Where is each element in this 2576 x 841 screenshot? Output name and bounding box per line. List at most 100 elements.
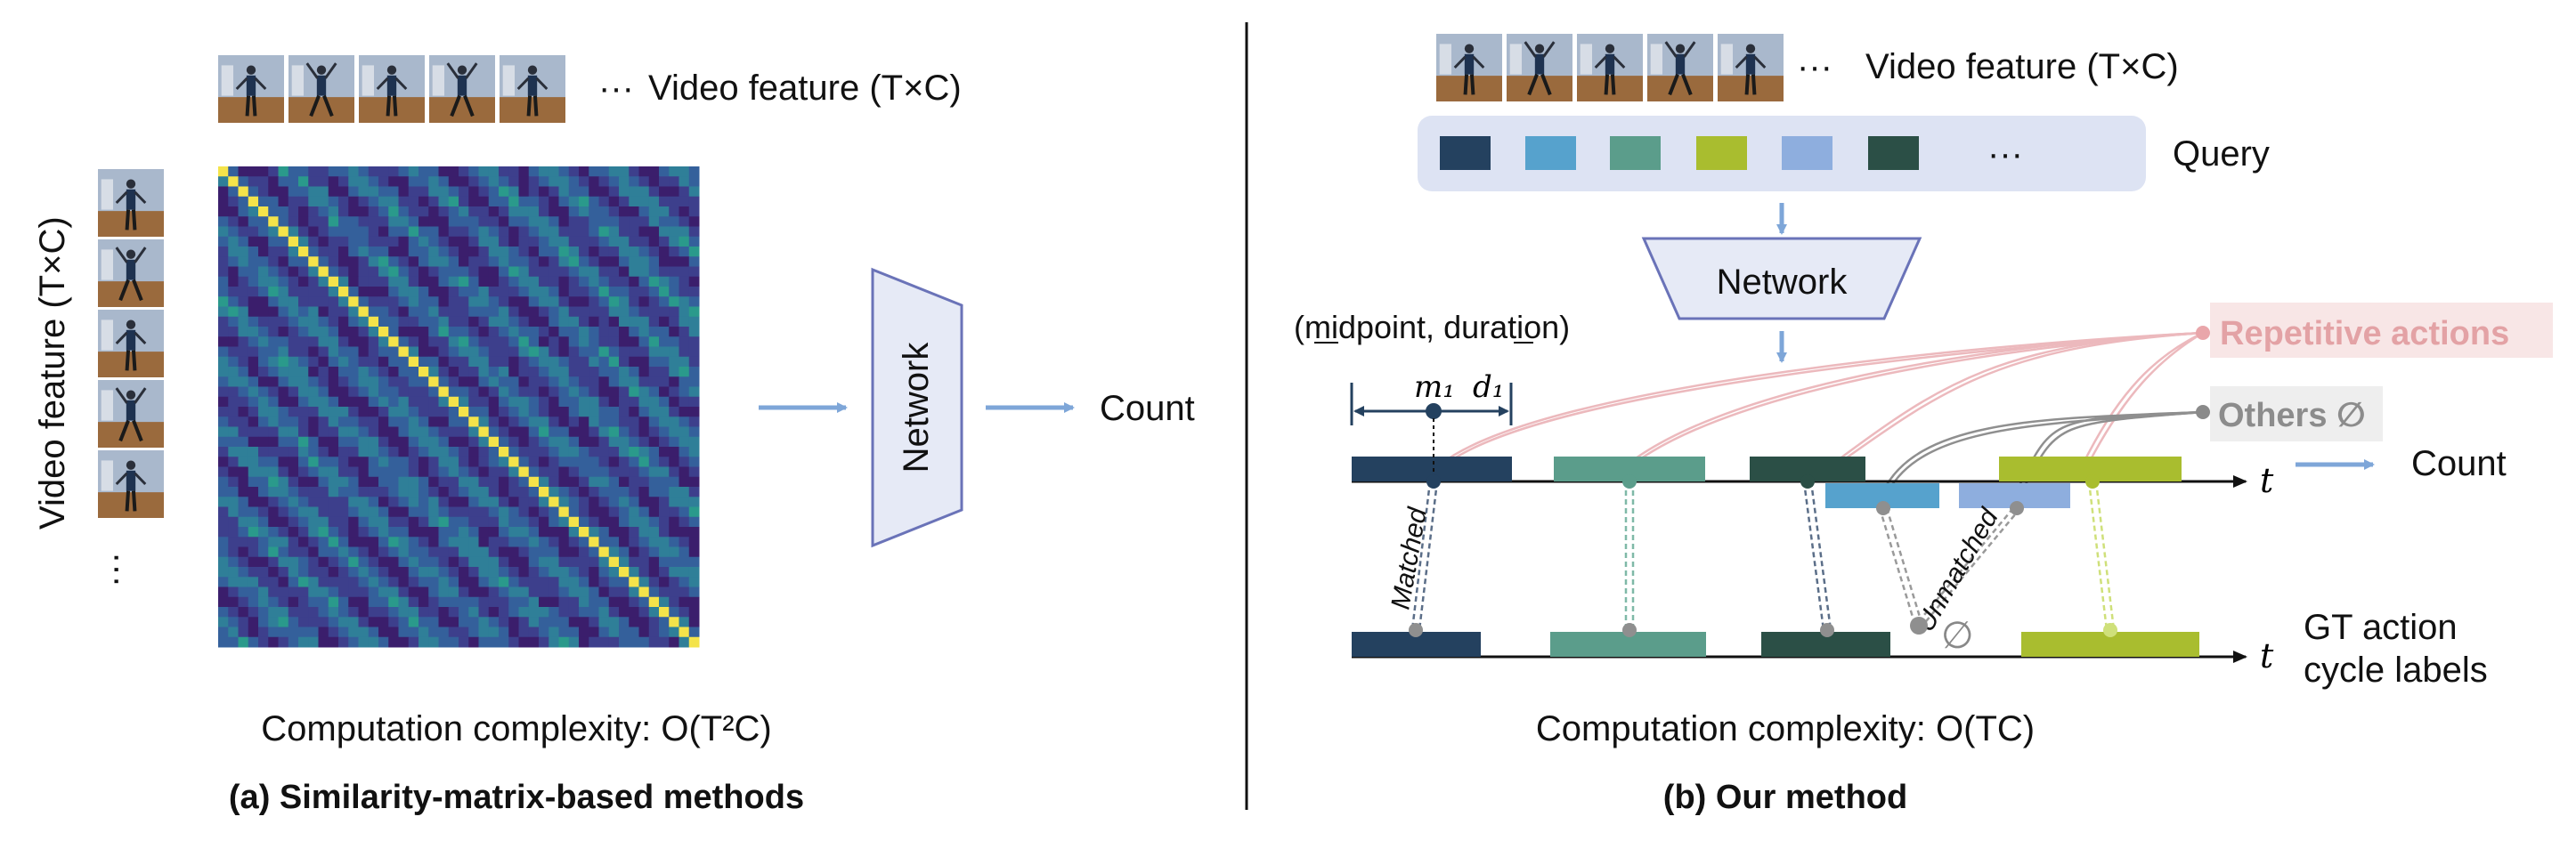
matrix-cell <box>378 476 389 488</box>
matrix-cell <box>238 447 249 457</box>
matrix-cell <box>438 367 450 377</box>
matrix-cell <box>619 407 630 417</box>
matrix-cell <box>268 636 279 648</box>
matrix-cell <box>258 226 269 238</box>
matrix-cell <box>459 596 469 608</box>
matrix-cell <box>608 386 620 398</box>
matrix-cell <box>318 627 329 638</box>
matrix-cell <box>459 186 469 198</box>
matrix-cell <box>679 497 690 507</box>
matrix-cell <box>488 607 500 618</box>
frame-floor <box>1507 76 1572 101</box>
matrix-cell <box>679 196 690 207</box>
person-body <box>1534 53 1545 75</box>
matrix-cell <box>448 537 459 547</box>
matrix-cell <box>518 577 530 587</box>
matrix-cell <box>499 476 509 488</box>
matrix-cell <box>448 466 459 478</box>
matrix-cell <box>508 506 519 518</box>
segment-dot <box>1876 501 1890 515</box>
matrix-cell <box>228 226 239 238</box>
matrix-cell <box>298 586 309 598</box>
matrix-cell <box>669 627 679 638</box>
matrix-cell <box>218 577 229 587</box>
matrix-cell <box>308 276 319 287</box>
matrix-cell <box>358 556 370 568</box>
frame-floor <box>98 492 164 518</box>
matrix-cell <box>218 336 229 347</box>
matrix-cell <box>328 236 339 247</box>
matrix-cell <box>408 426 419 438</box>
matrix-cell <box>348 236 359 247</box>
matrix-cell <box>248 527 259 538</box>
video-frame <box>1436 34 1502 101</box>
matrix-cell <box>478 527 490 538</box>
matrix-cell <box>539 296 549 307</box>
matrix-cell <box>679 367 690 377</box>
matrix-cell <box>388 247 399 257</box>
matrix-cell <box>659 447 670 457</box>
matrix-cell <box>539 596 549 608</box>
matrix-cell <box>549 216 559 227</box>
matrix-cell <box>539 376 549 387</box>
matrix-cell <box>438 166 450 177</box>
matrix-cell <box>318 287 329 297</box>
matrix-cell <box>238 287 249 297</box>
matrix-cell <box>518 336 530 347</box>
matrix-cell <box>468 346 479 358</box>
matrix-cell <box>619 316 630 328</box>
matrix-cell <box>549 506 559 518</box>
matrix-cell <box>278 506 289 518</box>
matrix-cell <box>459 487 469 497</box>
matrix-cell <box>539 436 549 448</box>
matrix-cell <box>448 206 459 217</box>
matrix-cell <box>238 556 249 568</box>
matrix-cell <box>348 206 359 217</box>
matrix-cell <box>248 447 259 457</box>
matrix-cell <box>499 607 509 618</box>
person-arm <box>134 387 147 404</box>
matrix-cell <box>318 216 329 227</box>
matrix-cell <box>478 166 490 177</box>
matrix-cell <box>218 527 229 538</box>
matrix-cell <box>238 367 249 377</box>
person-body <box>126 329 136 351</box>
matrix-cell <box>508 546 519 558</box>
matrix-cell <box>348 256 359 267</box>
matrix-cell <box>648 577 660 587</box>
frame-window <box>502 65 516 96</box>
matrix-cell <box>368 607 379 618</box>
matrix-cell <box>669 176 679 187</box>
matrix-cell <box>398 306 410 318</box>
matrix-cell <box>669 346 679 358</box>
matrix-cell <box>298 396 309 408</box>
matrix-cell <box>488 627 500 638</box>
matrix-cell <box>619 436 630 448</box>
matrix-cell <box>659 546 670 558</box>
matrix-cell <box>308 607 319 618</box>
matrix-cell <box>398 416 410 427</box>
person-body <box>126 189 136 210</box>
matrix-cell <box>318 206 329 217</box>
matrix-cell <box>258 186 269 198</box>
matrix-cell <box>288 416 299 427</box>
matrix-cell <box>428 336 439 347</box>
matrix-cell <box>659 386 670 398</box>
matrix-cell <box>499 407 509 417</box>
matrix-cell <box>549 527 559 538</box>
matrix-cell <box>358 416 370 427</box>
matrix-cell <box>528 546 540 558</box>
matrix-cell <box>438 287 450 297</box>
matrix-cell <box>478 256 490 267</box>
repetitive-curve <box>1442 331 2204 465</box>
matrix-cell <box>589 216 599 227</box>
matrix-cell <box>499 346 509 358</box>
matrix-cell <box>688 367 700 377</box>
matrix-cell <box>468 266 479 278</box>
matrix-cell <box>408 436 419 448</box>
matrix-cell <box>348 386 359 398</box>
matrix-cell <box>448 546 459 558</box>
matrix-cell <box>438 546 450 558</box>
matrix-cell <box>298 476 309 488</box>
matrix-cell <box>328 497 339 507</box>
